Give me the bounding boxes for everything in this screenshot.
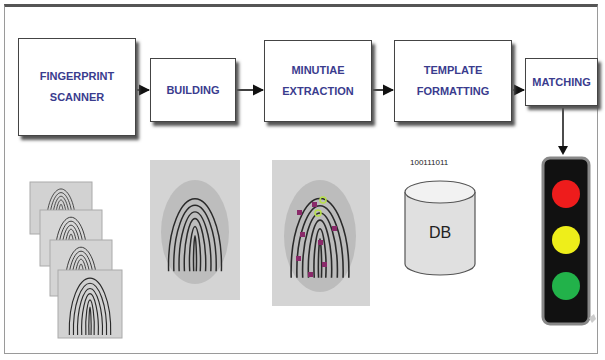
process-box: BUILDING xyxy=(150,58,236,122)
process-box: TEMPLATE FORMATTING xyxy=(394,40,512,122)
traffic-light xyxy=(543,158,596,324)
db-label: DB xyxy=(429,214,451,242)
step-title: MINUTIAE EXTRACTION xyxy=(270,60,366,102)
step-title: FINGERPRINT SCANNER xyxy=(24,66,130,108)
minutiae-image xyxy=(272,160,370,306)
flow-arrow xyxy=(137,89,149,91)
process-box: MATCHING xyxy=(525,58,598,106)
step-title: TEMPLATE FORMATTING xyxy=(400,60,506,102)
result-arrow xyxy=(558,108,568,155)
fingerprint-image xyxy=(150,160,240,300)
binary-code: 100111011 xyxy=(410,158,448,167)
flow-arrow xyxy=(513,89,524,91)
process-box: MINUTIAE EXTRACTION xyxy=(264,40,372,122)
step-title: MATCHING xyxy=(532,72,590,93)
flow-arrow xyxy=(373,89,393,91)
database-cylinder: DB xyxy=(404,180,476,276)
scan-stack xyxy=(30,182,122,338)
flow-arrow xyxy=(237,89,263,91)
process-box: FINGERPRINT SCANNER xyxy=(18,38,136,136)
step-title: BUILDING xyxy=(166,80,219,101)
